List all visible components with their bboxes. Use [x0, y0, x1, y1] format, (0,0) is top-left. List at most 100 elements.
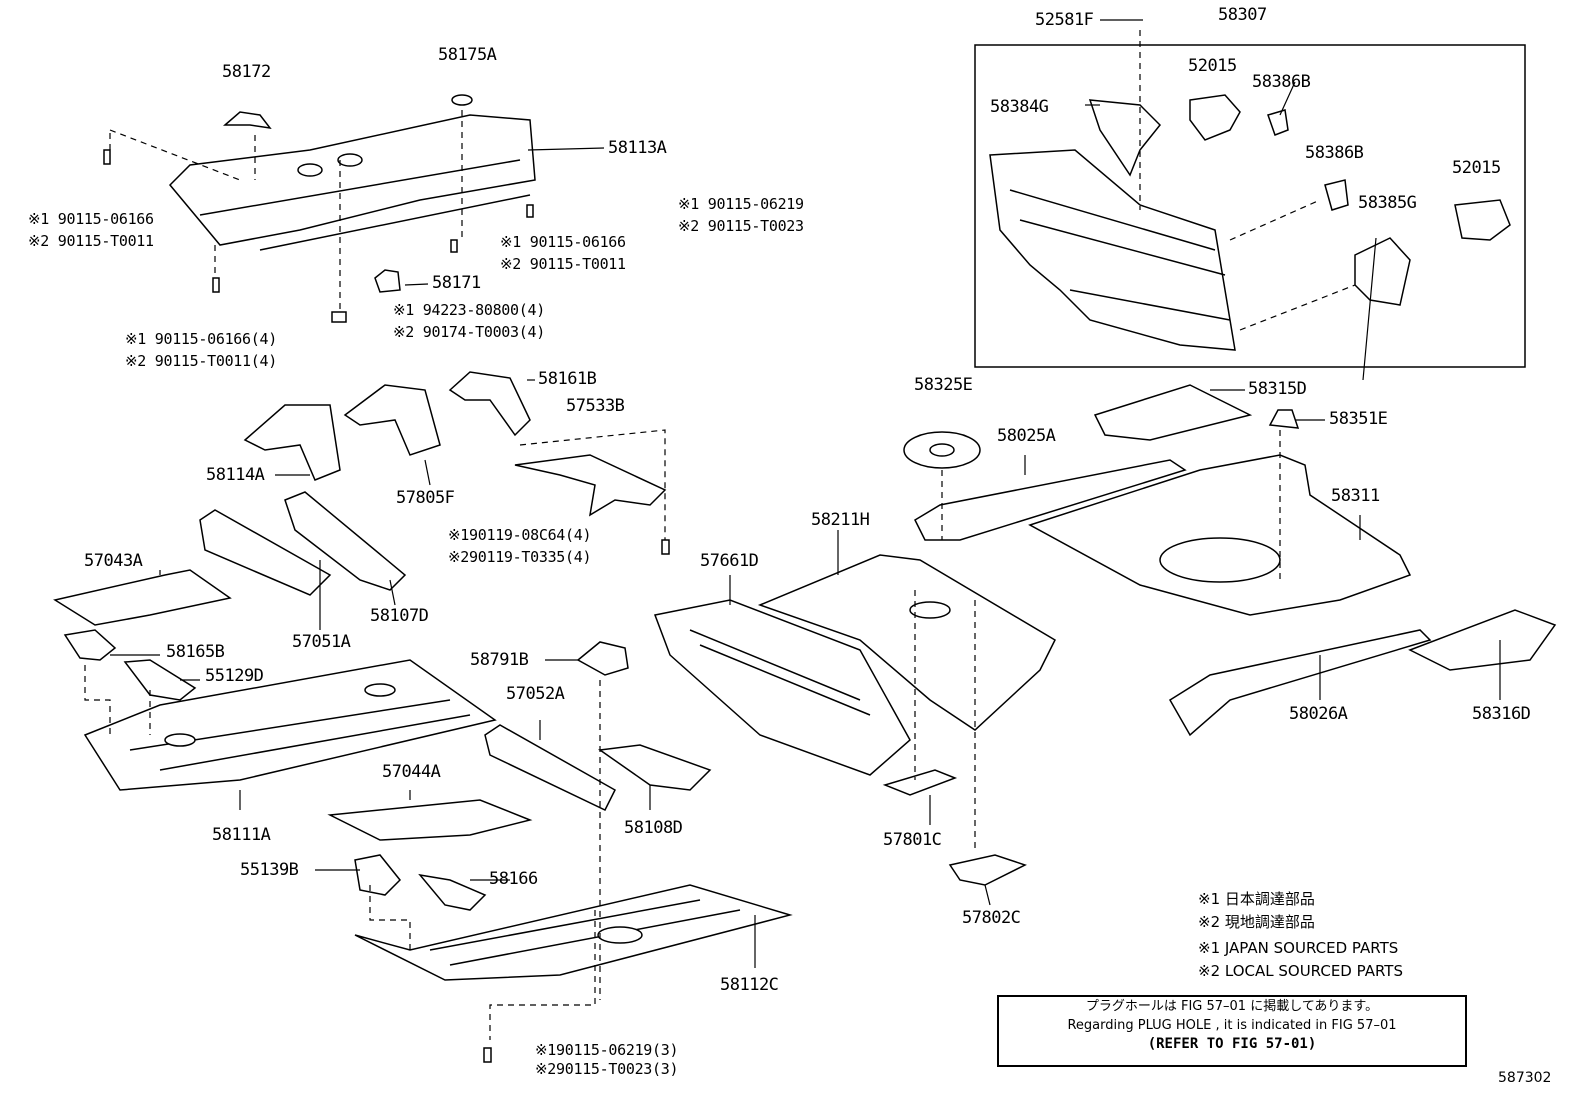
label-58307: 58307	[1218, 5, 1267, 25]
label-58161B: 58161B	[538, 369, 597, 389]
legend-japan-jp: ※1 日本調達部品	[1198, 890, 1315, 908]
part-58107D	[284, 491, 407, 591]
label-52015-a: 52015	[1188, 56, 1237, 76]
bolt-label-5a: ※1 90115-06166(4)	[125, 330, 277, 348]
figure-number: 587302	[1498, 1070, 1552, 1086]
part-58161B	[448, 371, 531, 437]
bolt-label-3a: ※1 90115-06166	[500, 233, 626, 251]
part-57044A	[327, 799, 533, 841]
plug-hole-note: プラグホールは FIG 57–01 に掲載してあります。 Regarding P…	[997, 995, 1467, 1067]
part-58166	[418, 873, 487, 911]
part-58172	[222, 111, 272, 130]
part-58171	[374, 269, 401, 293]
label-58171: 58171	[432, 273, 481, 293]
label-52581F: 52581F	[1035, 10, 1094, 30]
legend-japan-en: ※1 JAPAN SOURCED PARTS	[1198, 939, 1399, 957]
part-58113A	[168, 114, 536, 251]
part-58386B-a	[1267, 109, 1289, 136]
bolt-label-3b: ※2 90115-T0011	[500, 255, 626, 273]
bolt-label-6a: ※190119-08C64(4)	[448, 526, 592, 544]
part-58026A	[1168, 629, 1432, 737]
label-55139B: 55139B	[240, 860, 299, 880]
label-57805F: 57805F	[396, 488, 455, 508]
label-58315D: 58315D	[1248, 379, 1307, 399]
bolt-label-7b: ※290115-T0023(3)	[535, 1060, 679, 1078]
part-58165B	[63, 629, 117, 661]
bolt-label-7a: ※190115-06219(3)	[535, 1041, 679, 1059]
dashed-lines	[84, 30, 1356, 1040]
label-58112C: 58112C	[720, 975, 779, 995]
part-58114A	[243, 404, 341, 481]
label-58211H: 58211H	[811, 510, 870, 530]
label-57052A: 57052A	[506, 684, 565, 704]
bolt-label-6b: ※290119-T0335(4)	[448, 548, 592, 566]
part-58311	[1028, 454, 1412, 616]
label-58316D: 58316D	[1472, 704, 1531, 724]
legend-local-en: ※2 LOCAL SOURCED PARTS	[1198, 962, 1403, 980]
label-58114A: 58114A	[206, 465, 265, 485]
note-line-en: Regarding PLUG HOLE , it is indicated in…	[1067, 1018, 1397, 1033]
part-52015-a	[1189, 94, 1241, 141]
label-58165B: 58165B	[166, 642, 225, 662]
part-58351E	[1268, 409, 1300, 429]
bolt-label-4a: ※1 94223-80800(4)	[393, 301, 545, 319]
inset-frame-58307	[974, 44, 1526, 368]
part-58025A	[914, 459, 1187, 541]
part-58385G	[1354, 237, 1411, 306]
part-57533B	[514, 454, 667, 517]
part-57802C	[948, 854, 1027, 886]
label-58351E: 58351E	[1329, 409, 1388, 429]
part-58315D	[1093, 384, 1253, 441]
part-55139B	[354, 854, 402, 896]
label-57533B: 57533B	[566, 396, 625, 416]
label-57043A: 57043A	[84, 551, 143, 571]
label-55129D: 55129D	[205, 666, 264, 686]
label-58172: 58172	[222, 62, 271, 82]
label-58111A: 58111A	[212, 825, 271, 845]
label-58791B: 58791B	[470, 650, 529, 670]
label-58113A: 58113A	[608, 138, 667, 158]
part-58386B-b	[1324, 179, 1349, 211]
label-58175A: 58175A	[438, 45, 497, 65]
label-57044A: 57044A	[382, 762, 441, 782]
part-57043A	[53, 569, 232, 626]
bolt-label-5b: ※2 90115-T0011(4)	[125, 352, 277, 370]
label-57661D: 57661D	[700, 551, 759, 571]
bolt-label-1a: ※1 90115-06166	[28, 210, 154, 228]
label-52015-b: 52015	[1452, 158, 1501, 178]
label-58107D: 58107D	[370, 606, 429, 626]
part-58325E	[903, 431, 981, 469]
part-57805F	[343, 384, 441, 456]
leader-lines	[110, 19, 1501, 968]
part-57661D	[653, 599, 911, 776]
part-58384G	[1088, 99, 1162, 177]
label-58384G: 58384G	[990, 97, 1049, 117]
legend-local-jp: ※2 現地調達部品	[1198, 913, 1315, 931]
label-58108D: 58108D	[624, 818, 683, 838]
label-58325E: 58325E	[914, 375, 973, 395]
part-58111A	[83, 659, 497, 791]
label-58166: 58166	[489, 869, 538, 889]
label-58386B-a: 58386B	[1252, 72, 1311, 92]
bolt-icons	[103, 149, 670, 1063]
bolt-label-2b: ※2 90115-T0023	[678, 217, 804, 235]
bolt-label-2a: ※1 90115-06219	[678, 195, 804, 213]
label-58385G: 58385G	[1358, 193, 1417, 213]
part-58175A	[451, 94, 473, 106]
part-58316D	[1408, 609, 1557, 671]
label-58025A: 58025A	[997, 426, 1056, 446]
label-57802C: 57802C	[962, 908, 1021, 928]
part-58791B	[576, 641, 629, 676]
note-line-jp: プラグホールは FIG 57–01 に掲載してあります。	[1085, 999, 1379, 1014]
label-57801C: 57801C	[883, 830, 942, 850]
part-58108D	[597, 744, 712, 791]
part-57052A	[484, 724, 616, 811]
label-58311: 58311	[1331, 486, 1380, 506]
part-58112C	[354, 884, 793, 981]
bolt-label-4b: ※2 90174-T0003(4)	[393, 323, 545, 341]
note-line-refer: (REFER TO FIG 57-01)	[1147, 1036, 1317, 1052]
part-58307-rear-panel	[989, 149, 1236, 351]
label-58026A: 58026A	[1289, 704, 1348, 724]
label-58386B-b: 58386B	[1305, 143, 1364, 163]
